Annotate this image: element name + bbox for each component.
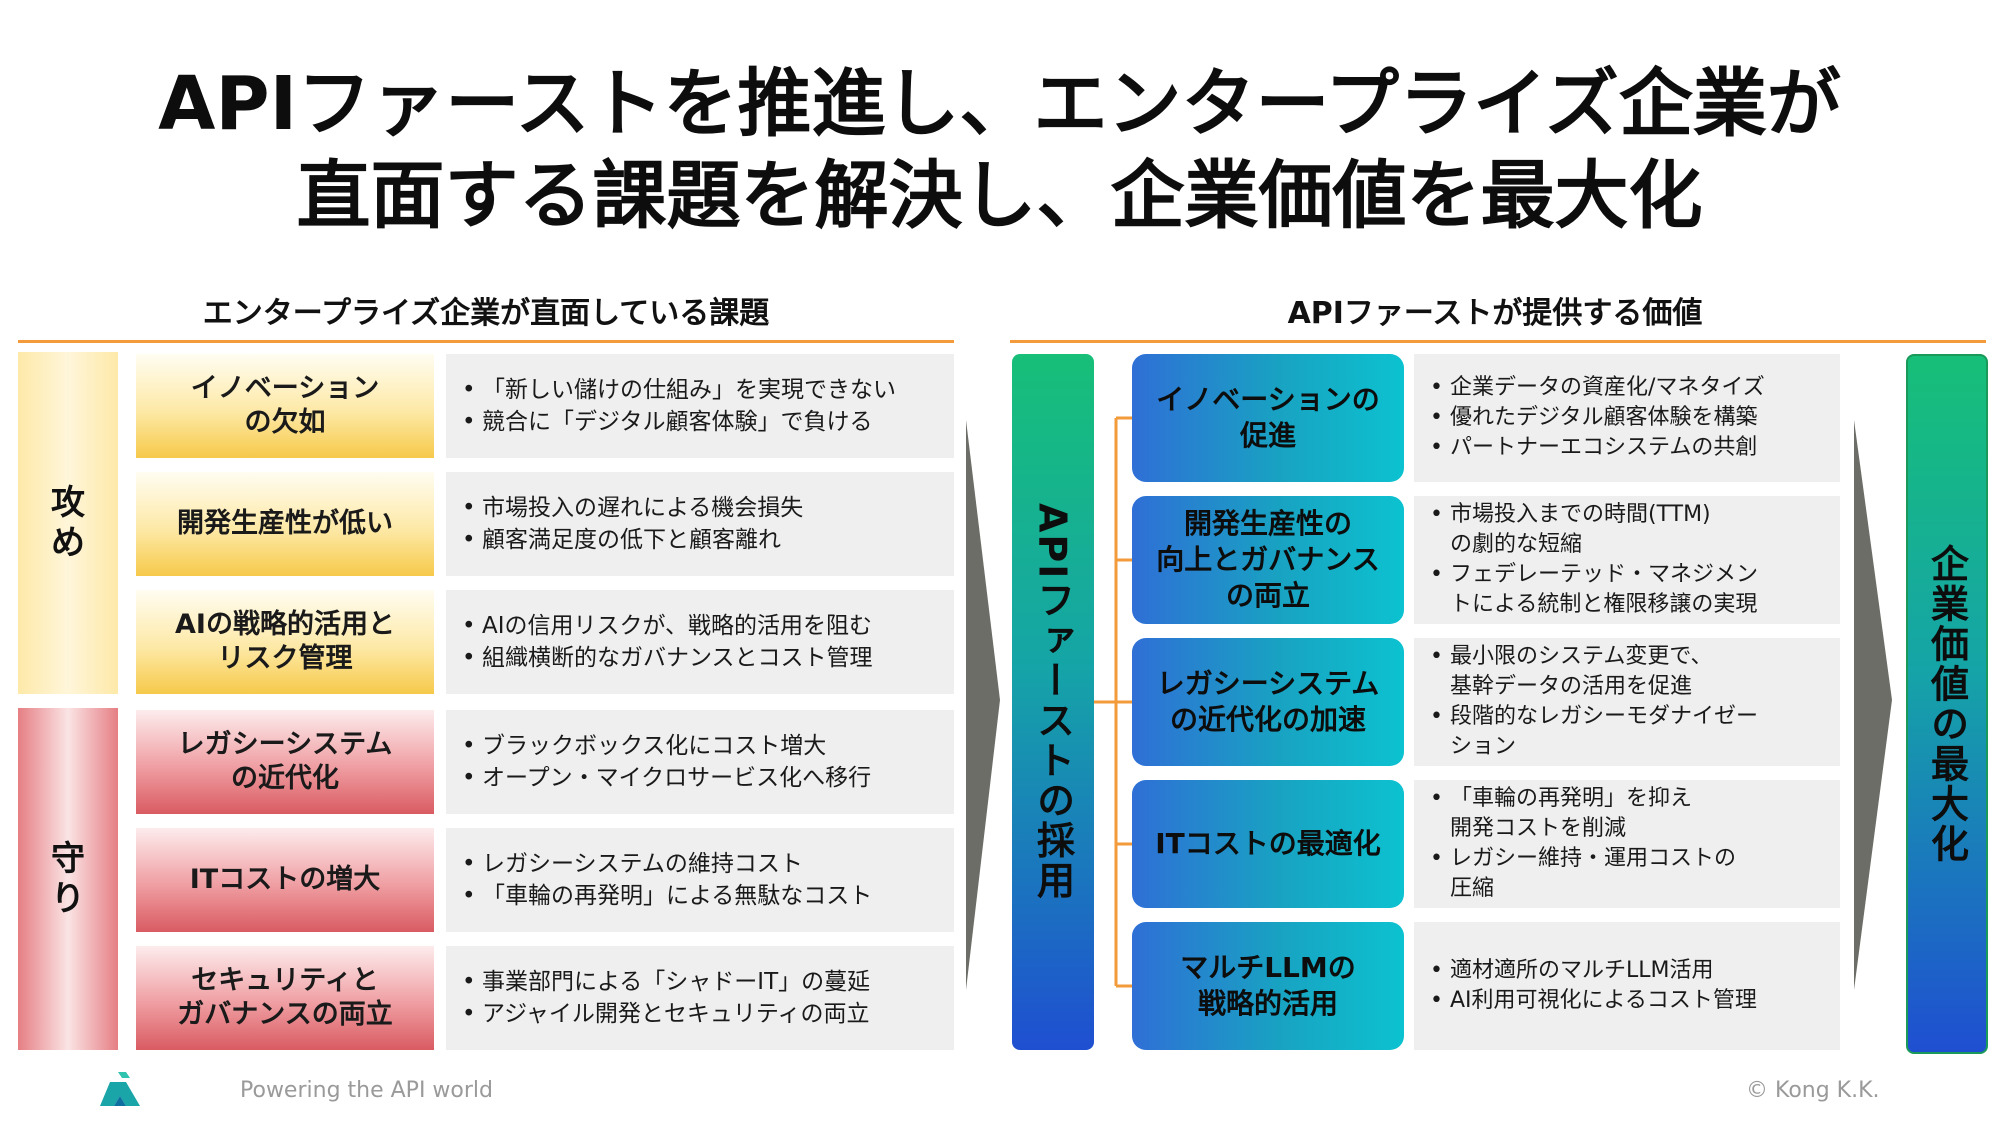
value-point: 市場投入までの時間(TTM) の劇的な短縮 — [1428, 500, 1840, 560]
api-first-adoption-bar: APIファーストの採用 — [1012, 354, 1094, 1050]
api-first-adoption-label: APIファーストの採用 — [1030, 503, 1075, 901]
challenge-point: 顧客満足度の低下と顧客離れ — [460, 524, 954, 556]
left-chevron-arrow — [966, 420, 1000, 990]
offense-label: 攻め — [18, 352, 118, 694]
value-point: フェデレーテッド・マネジメン トによる統制と権限移譲の実現 — [1428, 560, 1840, 620]
value-point: AI利用可視化によるコスト管理 — [1428, 986, 1840, 1016]
value-label: イノベーションの 促進 — [1132, 354, 1404, 482]
defense-label: 守り — [18, 708, 118, 1050]
challenge-label: レガシーシステム の近代化 — [136, 710, 434, 814]
challenge-point: レガシーシステムの維持コスト — [460, 848, 954, 880]
enterprise-value-bar: 企業価値の最大化 — [1906, 354, 1988, 1054]
challenge-label: イノベーション の欠如 — [136, 354, 434, 458]
value-point: 優れたデジタル顧客体験を構築 — [1428, 403, 1840, 433]
challenge-point: AIの信用リスクが、戦略的活用を阻む — [460, 610, 954, 642]
value-point: 最小限のシステム変更で、 基幹データの活用を促進 — [1428, 642, 1840, 702]
value-point: 段階的なレガシーモダナイゼー ション — [1428, 702, 1840, 762]
right-chevron-arrow — [1854, 420, 1892, 990]
challenge-point: アジャイル開発とセキュリティの両立 — [460, 998, 954, 1030]
value-label: レガシーシステム の近代化の加速 — [1132, 638, 1404, 766]
challenge-label: セキュリティと ガバナンスの両立 — [136, 946, 434, 1050]
challenges-heading: エンタープライズ企業が直面している課題 — [202, 296, 770, 331]
footer-copyright: © Kong K.K. — [1746, 1078, 1880, 1103]
footer-tagline: Powering the API world — [240, 1078, 493, 1103]
value-desc: 適材適所のマルチLLM活用 AI利用可視化によるコスト管理 — [1414, 922, 1840, 1050]
challenge-point: 事業部門による「シャドーIT」の蔓延 — [460, 966, 954, 998]
page-title: APIファーストを推進し、エンタープライズ企業が 直面する課題を解決し、企業価値… — [0, 58, 1999, 242]
value-point: レガシー維持・運用コストの 圧縮 — [1428, 844, 1840, 904]
connector-lines — [1094, 416, 1132, 988]
challenge-label: ITコストの増大 — [136, 828, 434, 932]
value-point: 「車輪の再発明」を抑え 開発コストを削減 — [1428, 784, 1840, 844]
challenge-point: オープン・マイクロサービス化へ移行 — [460, 762, 954, 794]
challenge-point: 組織横断的なガバナンスとコスト管理 — [460, 642, 954, 674]
value-desc: 「車輪の再発明」を抑え 開発コストを削減 レガシー維持・運用コストの 圧縮 — [1414, 780, 1840, 908]
challenge-point: 競合に「デジタル顧客体験」で負ける — [460, 406, 954, 438]
challenge-label: 開発生産性が低い — [136, 472, 434, 576]
value-label: 開発生産性の 向上とガバナンス の両立 — [1132, 496, 1404, 624]
challenge-point: ブラックボックス化にコスト増大 — [460, 730, 954, 762]
challenge-desc: 事業部門による「シャドーIT」の蔓延 アジャイル開発とセキュリティの両立 — [446, 946, 954, 1050]
value-label: ITコストの最適化 — [1132, 780, 1404, 908]
challenge-point: 「車輪の再発明」による無駄なコスト — [460, 880, 954, 912]
challenge-desc: ブラックボックス化にコスト増大 オープン・マイクロサービス化へ移行 — [446, 710, 954, 814]
challenge-desc: レガシーシステムの維持コスト 「車輪の再発明」による無駄なコスト — [446, 828, 954, 932]
title-line-2: 直面する課題を解決し、企業価値を最大化 — [296, 153, 1703, 239]
challenge-desc: AIの信用リスクが、戦略的活用を阻む 組織横断的なガバナンスとコスト管理 — [446, 590, 954, 694]
value-desc: 最小限のシステム変更で、 基幹データの活用を促進 段階的なレガシーモダナイゼー … — [1414, 638, 1840, 766]
value-point: 企業データの資産化/マネタイズ — [1428, 373, 1840, 403]
values-divider — [1010, 340, 1986, 343]
kong-logo-icon — [100, 1072, 140, 1106]
values-heading: APIファーストが提供する価値 — [1287, 296, 1703, 331]
challenge-desc: 市場投入の遅れによる機会損失 顧客満足度の低下と顧客離れ — [446, 472, 954, 576]
enterprise-value-label: 企業価値の最大化 — [1924, 544, 1969, 864]
challenge-point: 「新しい儲けの仕組み」を実現できない — [460, 374, 954, 406]
challenges-divider — [18, 340, 954, 343]
value-point: 適材適所のマルチLLM活用 — [1428, 956, 1840, 986]
value-label: マルチLLMの 戦略的活用 — [1132, 922, 1404, 1050]
challenge-label: AIの戦略的活用と リスク管理 — [136, 590, 434, 694]
title-line-1: APIファーストを推進し、エンタープライズ企業が — [158, 61, 1841, 147]
challenge-point: 市場投入の遅れによる機会損失 — [460, 492, 954, 524]
value-desc: 企業データの資産化/マネタイズ 優れたデジタル顧客体験を構築 パートナーエコシス… — [1414, 354, 1840, 482]
value-desc: 市場投入までの時間(TTM) の劇的な短縮 フェデレーテッド・マネジメン トによ… — [1414, 496, 1840, 624]
value-point: パートナーエコシステムの共創 — [1428, 433, 1840, 463]
challenge-desc: 「新しい儲けの仕組み」を実現できない 競合に「デジタル顧客体験」で負ける — [446, 354, 954, 458]
